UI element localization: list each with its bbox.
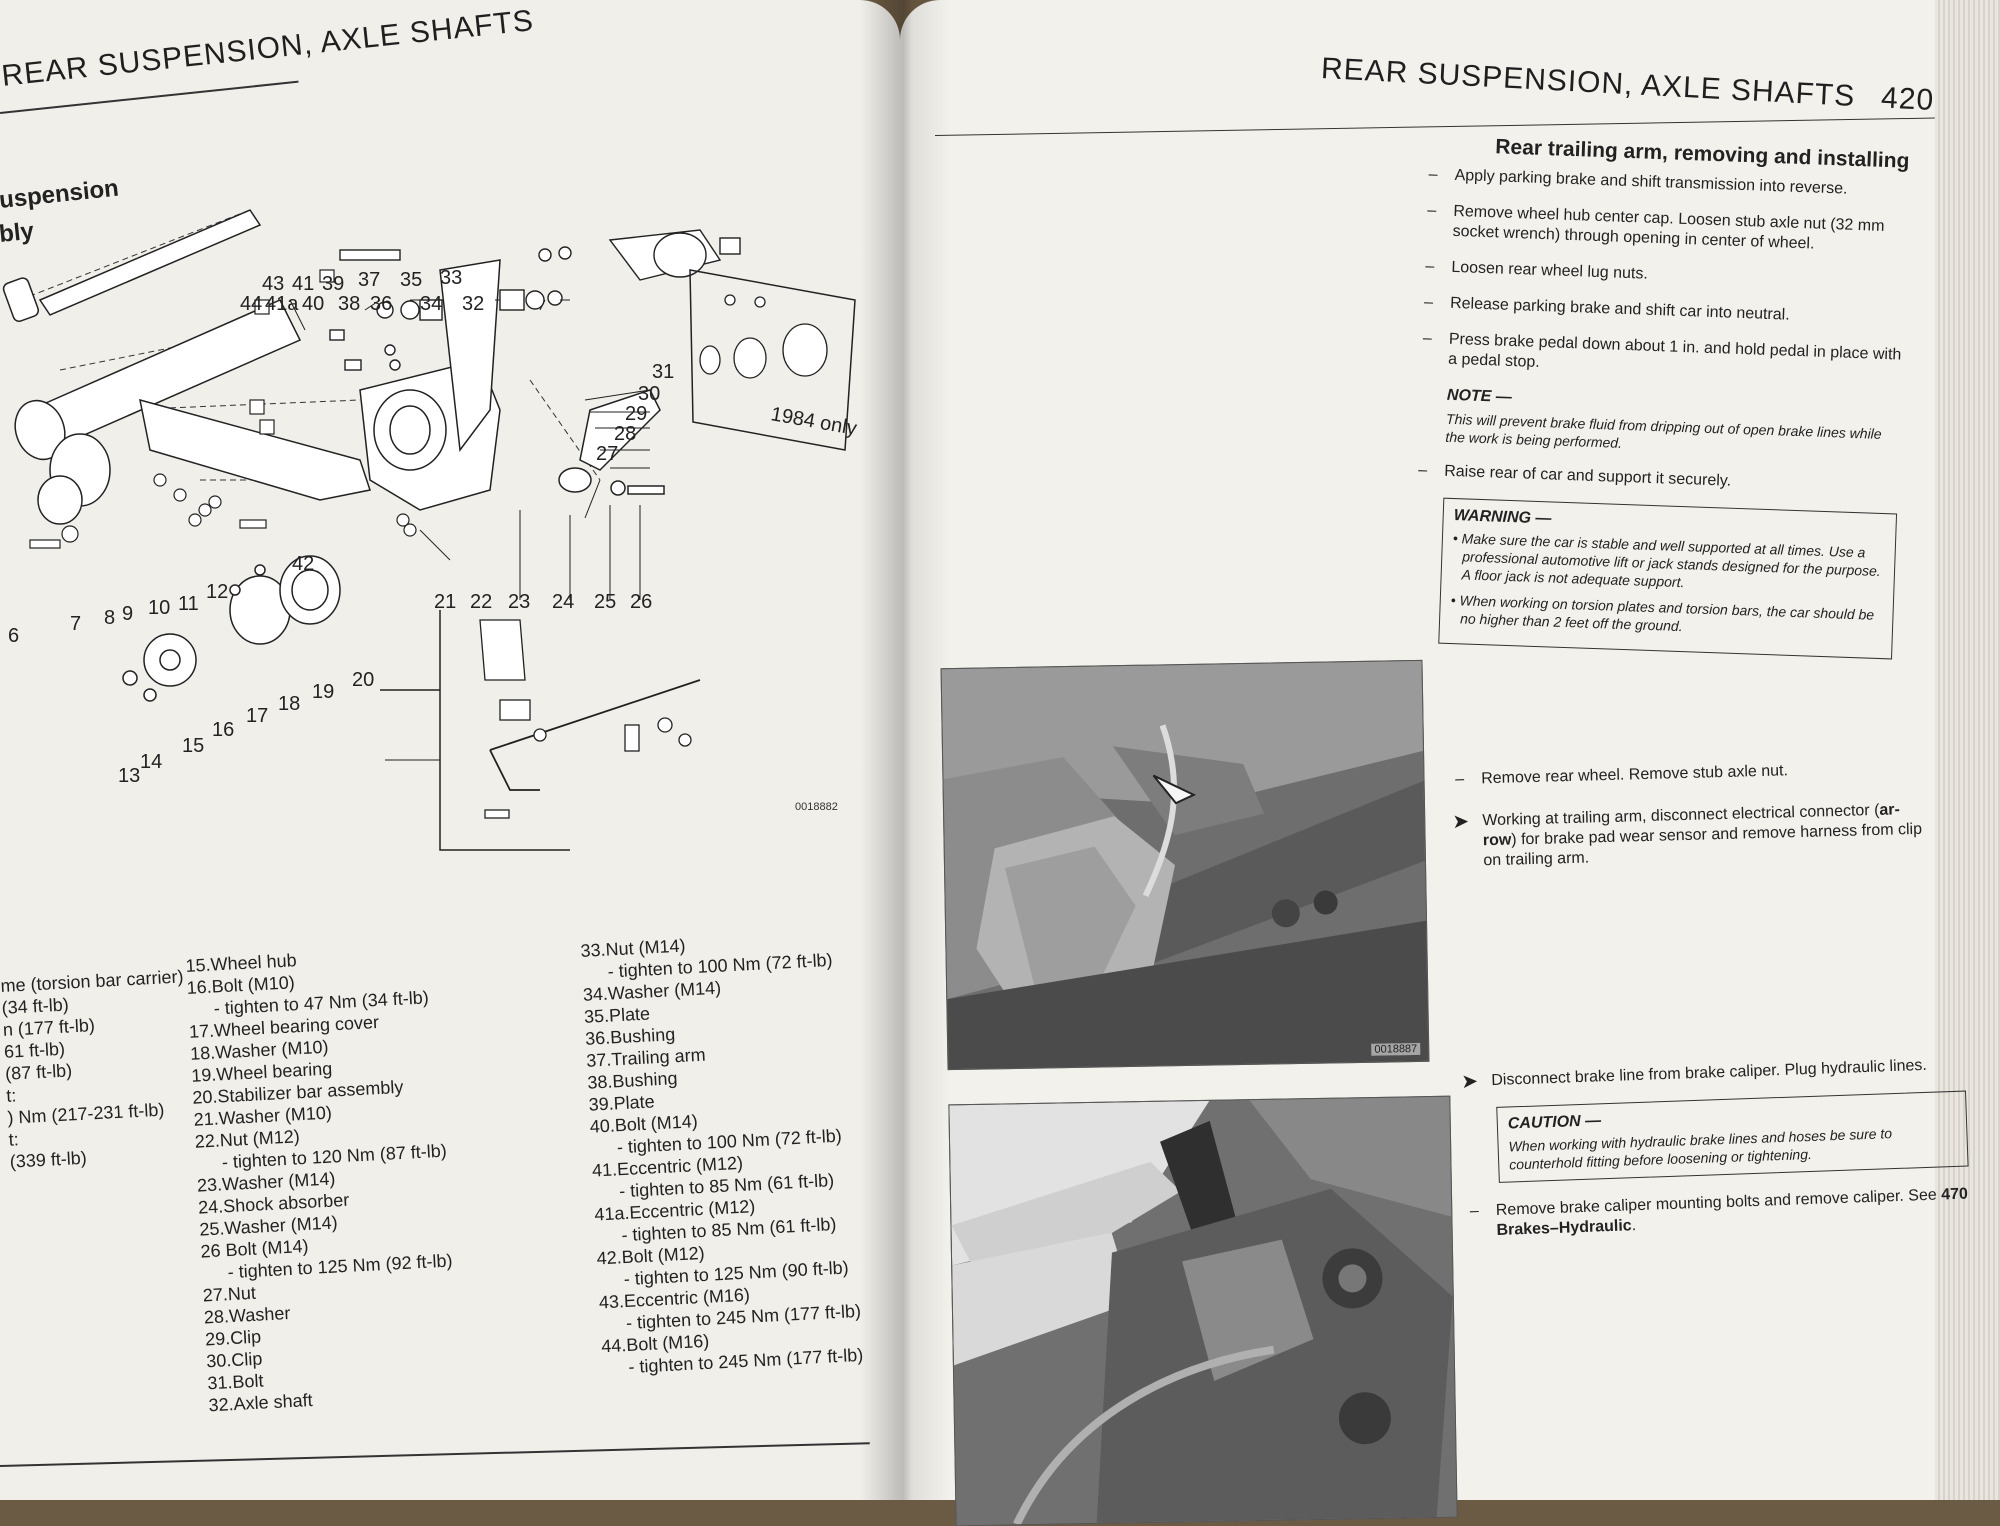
callout-number: 36 [370,293,392,315]
callout-number: 16 [212,719,234,741]
callout-number: 12 [206,581,228,603]
warning-item: • Make sure the car is stable and well s… [1452,530,1882,591]
warning-item: • When working on torsion plates and tor… [1450,592,1875,635]
callout-number: 23 [508,591,530,613]
page-edges [1935,0,2000,1500]
callout-number: 29 [625,403,647,425]
step-raise-car: – Raise rear of car and support it secur… [1418,461,1898,498]
callout-number: 32 [462,293,484,315]
step-dash: – [1455,770,1465,788]
photo-trailing-arm-connector: 0018887 [940,659,1430,1071]
callout-number: 18 [278,693,300,715]
step-disconnect-connector: ➤ Working at trailing arm, disconnect el… [1452,800,1927,872]
callout-number: 25 [594,591,616,613]
callout-number: 20 [352,669,374,691]
step-text: Raise rear of car and support it securel… [1443,462,1732,490]
inset-label: 1984 only [769,403,858,440]
callout-number: 26 [630,591,652,613]
photo-1-image [941,660,1429,1070]
callout-number: 44 [240,293,262,315]
callout-number: 43 [262,273,284,295]
callout-number: 35 [400,269,422,291]
callout-number: 38 [338,293,360,315]
callout-number: 39 [322,273,344,295]
trailing-arm-procedure: Rear trailing arm, removing and installi… [1412,135,1910,677]
step-dash: – [1469,1202,1480,1220]
callout-number: 30 [638,383,660,405]
step-remove-caliper: – Remove brake caliper mounting bolts an… [1470,1184,1971,1241]
callout-number: 24 [552,591,574,613]
callout-number: 31 [652,361,674,383]
callout-number: 17 [246,705,268,727]
step-dash: – [1428,165,1438,184]
step-dash: – [1423,293,1434,312]
callout-number: 6 [8,625,19,647]
callout-number: 21 [434,591,456,613]
step-dash: – [1425,257,1435,276]
callout-number: 19 [312,681,334,703]
diagram-figure-code: 0018882 [795,801,838,813]
callout-number: 10 [148,597,170,619]
step-dash: – [1417,461,1428,480]
step-text-post: . [1631,1217,1637,1235]
right-header-rule [935,117,1935,136]
warning-box: WARNING — • Make sure the car is stable … [1438,497,1898,660]
photo-arrow-icon: ➤ [1460,1070,1479,1094]
photo-arrow-icon: ➤ [1452,810,1470,834]
callout-number: 40 [302,293,324,315]
procedure-step: –Press brake pedal down about 1 in. and … [1422,329,1903,386]
callout-number: 41a [265,293,299,315]
callout-number: 15 [182,735,204,757]
step-dash: – [1422,329,1433,348]
step-text-post: ) for brake pad wear sensor and remove h… [1483,820,1923,870]
callout-number: 8 [104,607,115,629]
mid-steps: – Remove rear wheel. Remove stub axle nu… [1452,758,1928,888]
photo-2-image [949,1096,1457,1526]
step-text: Press brake pedal down about 1 in. and h… [1447,330,1902,371]
caution-box: CAUTION — When working with hydraulic br… [1496,1090,1969,1183]
procedure-step: –Remove wheel hub center cap. Loosen stu… [1426,201,1907,258]
step-dash: – [1427,201,1437,220]
procedure-step: –Loosen rear wheel lug nuts. [1425,257,1905,294]
left-footer-rule [0,1442,870,1467]
callout-number: 42 [292,553,314,575]
callout-number: 34 [420,293,442,315]
callout-number: 41 [292,273,314,295]
callout-number: 14 [140,751,162,773]
diagram-heading-line-1: uspension [0,175,120,214]
procedure-steps: –Apply parking brake and shift transmiss… [1422,165,1909,386]
callout-number: 13 [118,765,140,787]
step-text: Release parking brake and shift car into… [1449,294,1790,324]
parts-list-column-left: me (torsion bar carrier)(34 ft-lb)n (177… [0,966,184,1173]
step-text-pre: Remove brake caliper mounting bolts and … [1495,1186,1942,1220]
callout-number: 11 [178,593,199,615]
step-text: Remove wheel hub center cap. Loosen stub… [1452,202,1885,253]
parts-list-column-right: 33.Nut (M14)- tighten to 100 Nm (72 ft-l… [580,925,893,1380]
callout-number: 7 [70,613,81,635]
photo-brake-caliper [948,1095,1458,1526]
callout-number: 33 [440,267,462,289]
photo-1-code: 0018887 [1371,1042,1421,1056]
callout-number: 9 [122,603,133,625]
callout-number: 37 [358,269,380,291]
callout-number: 28 [614,423,636,445]
procedure-step: –Release parking brake and shift car int… [1424,293,1904,330]
step-text: Loosen rear wheel lug nuts. [1451,258,1649,283]
callout-number: 27 [596,443,618,465]
procedure-step: –Apply parking brake and shift transmiss… [1428,165,1908,202]
callout-number: 22 [470,591,492,613]
diagram-heading-line-2: bly [0,217,36,248]
step-text: Apply parking brake and shift transmissi… [1454,166,1848,198]
lower-steps: ➤ Disconnect brake line from brake calip… [1461,1055,1971,1258]
